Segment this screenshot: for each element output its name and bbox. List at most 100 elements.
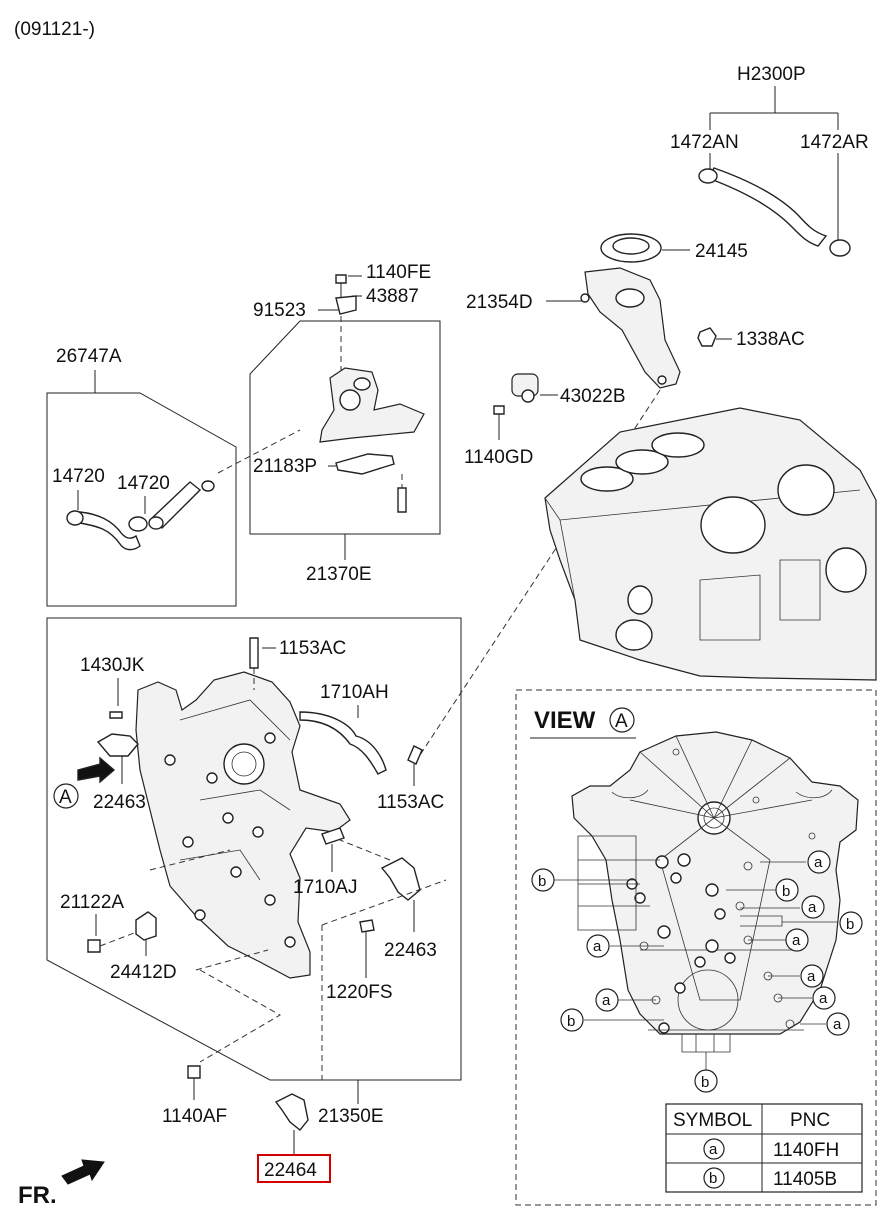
legend-header-symbol: SYMBOL — [673, 1110, 752, 1131]
bolt-1153ac-top[interactable] — [249, 637, 259, 669]
svg-text:a: a — [792, 932, 801, 949]
svg-text:a: a — [807, 968, 816, 985]
label-43887[interactable]: 43887 — [366, 286, 419, 307]
label-21122a[interactable]: 21122A — [60, 892, 124, 913]
svg-text:b: b — [701, 1074, 709, 1091]
label-26747a[interactable]: 26747A — [56, 346, 122, 367]
view-a-panel: VIEW A — [515, 689, 877, 1206]
gasket-1710aj[interactable] — [321, 827, 345, 845]
marker-b-4: b — [560, 1008, 584, 1032]
marker-a-6: a — [595, 988, 619, 1012]
label-1472ar[interactable]: 1472AR — [800, 132, 869, 153]
label-1338ac[interactable]: 1338AC — [736, 329, 805, 350]
bracket-22463-left[interactable] — [96, 733, 139, 757]
timing-cover-21350e[interactable] — [135, 671, 351, 979]
label-24412d[interactable]: 24412D — [110, 962, 177, 983]
bracket-22464[interactable] — [274, 1093, 309, 1131]
label-22464[interactable]: 22464 — [264, 1160, 317, 1181]
label-fr: FR. — [18, 1182, 57, 1209]
label-1472an[interactable]: 1472AN — [670, 132, 739, 153]
bracket-24412d[interactable] — [135, 911, 157, 941]
marker-a-7: a — [812, 986, 836, 1010]
svg-text:b: b — [846, 916, 854, 933]
bolt-1220fs[interactable] — [359, 919, 375, 933]
bolt-21122a[interactable] — [87, 939, 101, 953]
symbol-legend-table: SYMBOL PNC a 1140FH b 11405B — [665, 1103, 863, 1193]
bolt-1140gd[interactable] — [493, 405, 505, 415]
legend-symbol-a: a — [709, 1141, 718, 1158]
svg-text:b: b — [567, 1013, 575, 1030]
label-1430jk[interactable]: 1430JK — [80, 655, 145, 676]
bolt-1140fe[interactable] — [335, 274, 347, 284]
legend-pnc-a: 1140FH — [773, 1140, 839, 1161]
svg-text:a: a — [602, 992, 611, 1009]
label-1153ac-top[interactable]: 1153AC — [279, 638, 346, 659]
label-1710aj[interactable]: 1710AJ — [293, 877, 357, 898]
svg-text:b: b — [538, 873, 546, 890]
label-14720-left[interactable]: 14720 — [52, 466, 105, 487]
marker-b-3: b — [839, 911, 863, 935]
marker-b-1: b — [531, 868, 555, 892]
marker-a-4: a — [785, 928, 809, 952]
label-1710ah[interactable]: 1710AH — [320, 682, 389, 703]
marker-a-2: a — [801, 895, 825, 919]
svg-text:a: a — [593, 938, 602, 955]
label-1153ac-right[interactable]: 1153AC — [377, 792, 444, 813]
assembly-21370e: 1140FE 43887 91523 21183P 21370E — [217, 262, 441, 585]
clamp-1472an[interactable] — [698, 168, 718, 184]
label-1140gd[interactable]: 1140GD — [464, 447, 533, 468]
svg-text:a: a — [833, 1016, 842, 1033]
engine-block — [544, 407, 877, 681]
label-21350e[interactable]: 21350E — [318, 1106, 384, 1127]
nut-1338ac[interactable] — [697, 327, 717, 347]
hose-26747a[interactable] — [72, 511, 141, 551]
assembly-26747a: 26747A 14720 14720 — [46, 346, 237, 607]
label-43022b[interactable]: 43022B — [560, 386, 626, 407]
gasket-1710ah[interactable] — [299, 711, 387, 775]
highlight-box-22464 — [257, 1154, 331, 1183]
assembly-21350e: 1153AC 1430JK 1710AH A 22463 1153AC 1710… — [46, 617, 462, 1127]
marker-a-8: a — [826, 1012, 850, 1036]
svg-text:a: a — [808, 899, 817, 916]
bolt-1140af[interactable] — [187, 1065, 201, 1079]
gasket-21183p[interactable] — [335, 453, 395, 475]
legend-symbol-b: b — [709, 1170, 717, 1187]
marker-b-5: b — [694, 1069, 718, 1093]
label-22463-left[interactable]: 22463 — [93, 792, 146, 813]
view-a-marker[interactable] — [53, 783, 79, 809]
label-21354d[interactable]: 21354D — [466, 292, 533, 313]
bracket-43887[interactable] — [335, 295, 357, 315]
svg-text:a: a — [814, 854, 823, 871]
housing-21370e[interactable] — [319, 367, 425, 443]
dowel-1430jk[interactable] — [109, 711, 123, 719]
svg-text:b: b — [782, 883, 790, 900]
water-outlet-21354d[interactable] — [584, 267, 681, 389]
view-title-marker: A — [615, 711, 628, 732]
label-14720-right[interactable]: 14720 — [117, 473, 170, 494]
label-91523[interactable]: 91523 — [253, 300, 306, 321]
label-22463-right[interactable]: 22463 — [384, 940, 437, 961]
front-arrow-icon — [61, 1159, 105, 1185]
marker-b-2: b — [775, 878, 799, 902]
clamp-14720-right[interactable] — [128, 516, 148, 532]
label-1220fs[interactable]: 1220FS — [326, 982, 393, 1003]
legend-pnc-b: 11405B — [773, 1169, 837, 1190]
label-1140af[interactable]: 1140AF — [162, 1106, 227, 1127]
bracket-22463-right[interactable] — [380, 857, 421, 901]
label-21370e[interactable]: 21370E — [306, 564, 372, 585]
legend-header-pnc: PNC — [790, 1110, 830, 1131]
svg-text:a: a — [819, 990, 828, 1007]
hose-assembly-group: H2300P 1472AN 1472AR 24145 21354D 1338AC — [464, 64, 869, 468]
bolt-1153ac-right[interactable] — [407, 745, 423, 765]
view-a-marker-label: A — [59, 787, 72, 808]
view-title: VIEW — [534, 707, 596, 734]
label-h2300p[interactable]: H2300P — [737, 64, 806, 85]
label-1140fe[interactable]: 1140FE — [366, 262, 431, 283]
hose-h2300p[interactable] — [706, 167, 828, 247]
label-21183p[interactable]: 21183P — [253, 456, 317, 477]
clamp-14720-left[interactable] — [66, 510, 84, 526]
label-24145[interactable]: 24145 — [695, 241, 748, 262]
clamp-1472ar[interactable] — [829, 239, 851, 257]
part-22464-group: 22464 — [257, 1093, 331, 1183]
